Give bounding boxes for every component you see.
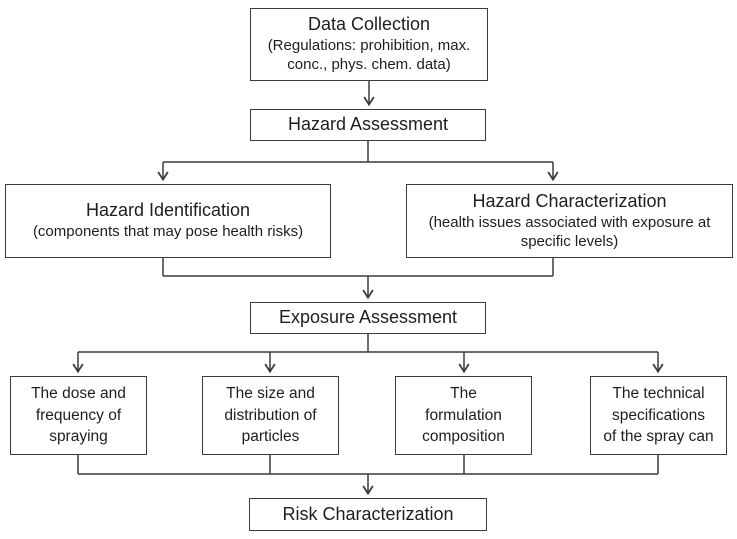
node-dose-frequency: The dose and frequency of spraying [10, 376, 147, 455]
node-data-collection: Data Collection (Regulations: prohibitio… [250, 8, 488, 81]
node-title: Hazard Characterization [472, 190, 667, 211]
node-title: Risk Characterization [282, 503, 454, 524]
node-label: The technical specifications of the spra… [603, 384, 714, 446]
node-technical-specs: The technical specifications of the spra… [590, 376, 727, 455]
node-label: The formulation composition [422, 384, 505, 446]
node-title: Hazard Assessment [287, 114, 449, 135]
node-subtitle: (health issues associated with exposure … [428, 213, 711, 250]
node-hazard-characterization: Hazard Characterization (health issues a… [406, 184, 733, 258]
node-risk-characterization: Risk Characterization [249, 498, 487, 531]
node-size-distribution: The size and distribution of particles [202, 376, 339, 455]
node-label: The dose and frequency of spraying [31, 384, 126, 446]
node-hazard-assessment: Hazard Assessment [250, 109, 486, 141]
node-title: Data Collection [307, 14, 431, 35]
node-subtitle: (Regulations: prohibition, max. conc., p… [267, 37, 471, 74]
node-subtitle: (components that may pose health risks) [32, 223, 304, 241]
node-hazard-identification: Hazard Identification (components that m… [5, 184, 331, 258]
node-title: Hazard Identification [85, 200, 251, 221]
node-title: Exposure Assessment [278, 307, 458, 328]
node-exposure-assessment: Exposure Assessment [250, 302, 486, 334]
node-label: The size and distribution of particles [224, 384, 317, 446]
node-formulation: The formulation composition [395, 376, 532, 455]
